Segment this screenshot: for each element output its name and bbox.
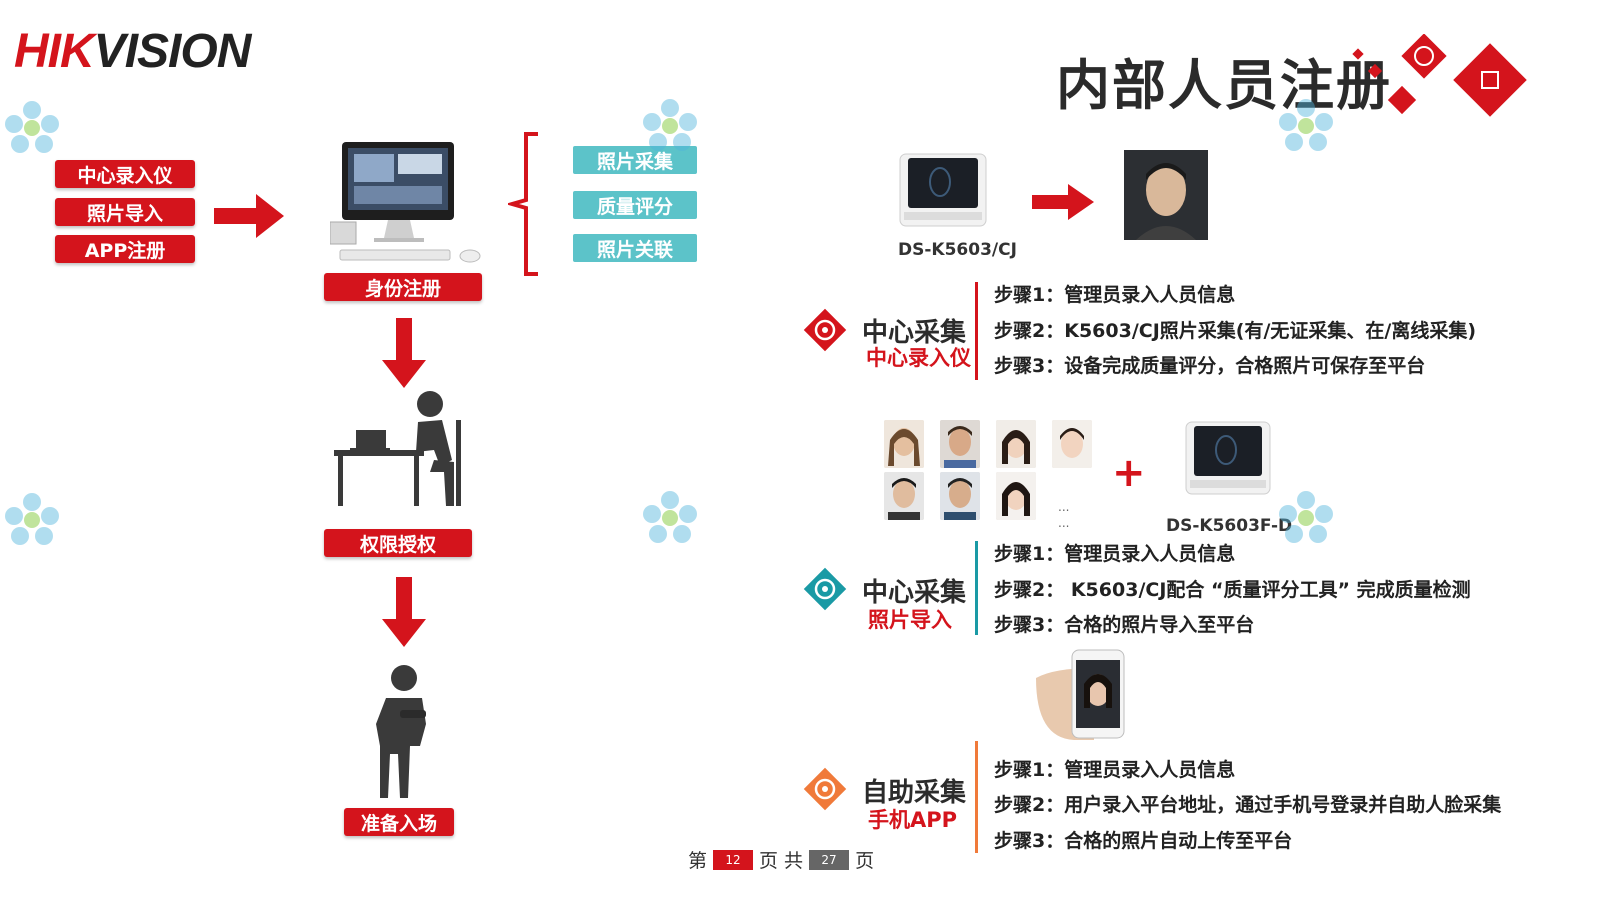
source-app-register: APP注册 [55,235,195,263]
method-3-step-2: 步骤2：用户录入平台地址，通过手机号登录并自助人脸采集 [994,794,1502,816]
person-standing-icon [376,665,426,798]
current-page: 12 [713,849,754,870]
face-photo-icon [1124,150,1208,240]
bracket-icon [508,132,538,276]
page-suffix: 页 [855,850,875,872]
target-icon [803,767,847,811]
method-1-step-3: 步骤3：设备完成质量评分，合格照片可保存至平台 [994,355,1426,377]
target-icon [803,567,847,611]
arrow-down-icon [382,577,426,647]
method-1-step-2: 步骤2：K5603/CJ照片采集(有/无证采集、在/离线采集) [994,320,1477,342]
watermark-flower-icon [1279,99,1333,151]
page-title: 内部人员注册 [1056,54,1392,117]
method-3-divider [975,741,978,853]
identity-register-box: 身份注册 [324,273,482,301]
method-2-divider [975,541,978,635]
logo-vision: VISION [93,25,252,78]
face-thumbnail [884,420,924,468]
arrow-right-icon [1032,184,1094,220]
target-icon [803,308,847,352]
face-thumbnail [940,420,980,468]
arrow-down-icon [382,318,426,388]
page-indicator: 第 12 页 共 27 页 [688,846,874,873]
plus-sign: + [1112,450,1146,496]
method-3-step-1: 步骤1：管理员录入人员信息 [994,759,1236,781]
watermark-flower-icon [5,493,59,545]
method-2-label: 中心采集 [862,578,967,608]
watermark-flower-icon [5,101,59,153]
method-1-label: 中心采集 [862,318,967,348]
method-3-label: 自助采集 [862,778,967,808]
hikvision-logo: HIKVISION [14,24,252,80]
item-quality-score: 质量评分 [573,191,697,219]
method-2-step-2: 步骤2： K5603/CJ配合 “质量评分工具” 完成质量检测 [994,579,1471,601]
watermark-flower-icon [1279,491,1333,543]
face-thumbnail [996,420,1036,468]
face-terminal-icon [899,153,987,227]
device-model-top: DS-K5603/CJ [898,240,1017,260]
face-thumbnail [1052,420,1092,468]
method-2-sub: 照片导入 [868,608,952,632]
method-1-step-1: 步骤1：管理员录入人员信息 [994,284,1236,306]
item-photo-link: 照片关联 [573,234,697,262]
arrow-right-icon [214,194,284,238]
more-faces-ellipsis: ... [1058,516,1070,530]
method-1-divider [975,282,978,380]
source-center-input: 中心录入仪 [55,160,195,188]
method-1-sub: 中心录入仪 [866,346,971,370]
face-terminal-icon [1185,421,1271,495]
method-3-sub: 手机APP [868,808,958,832]
page-mid: 页 共 [759,850,804,872]
computer-icon [330,142,481,263]
method-2-step-1: 步骤1：管理员录入人员信息 [994,543,1236,565]
watermark-flower-icon [643,491,697,543]
logo-hik: HIK [14,25,95,78]
decorative-diamonds [1352,34,1527,117]
source-photo-import: 照片导入 [55,198,195,226]
method-2-step-3: 步骤3：合格的照片导入至平台 [994,614,1255,636]
face-thumbnail [996,472,1036,520]
person-at-desk-icon [334,391,461,506]
face-thumbnail [884,472,924,520]
watermark-flower-icon [643,99,697,151]
prepare-enter-box: 准备入场 [344,808,454,836]
more-faces-ellipsis: ... [1058,500,1070,514]
permission-box: 权限授权 [324,529,472,557]
method-3-step-3: 步骤3：合格的照片自动上传至平台 [994,830,1293,852]
device-model-middle: DS-K5603F-D [1166,516,1293,536]
total-pages: 27 [809,849,850,870]
item-photo-collect: 照片采集 [573,146,697,174]
page-prefix: 第 [688,850,708,872]
face-thumbnail [940,472,980,520]
smartphone-icon [1036,649,1125,740]
